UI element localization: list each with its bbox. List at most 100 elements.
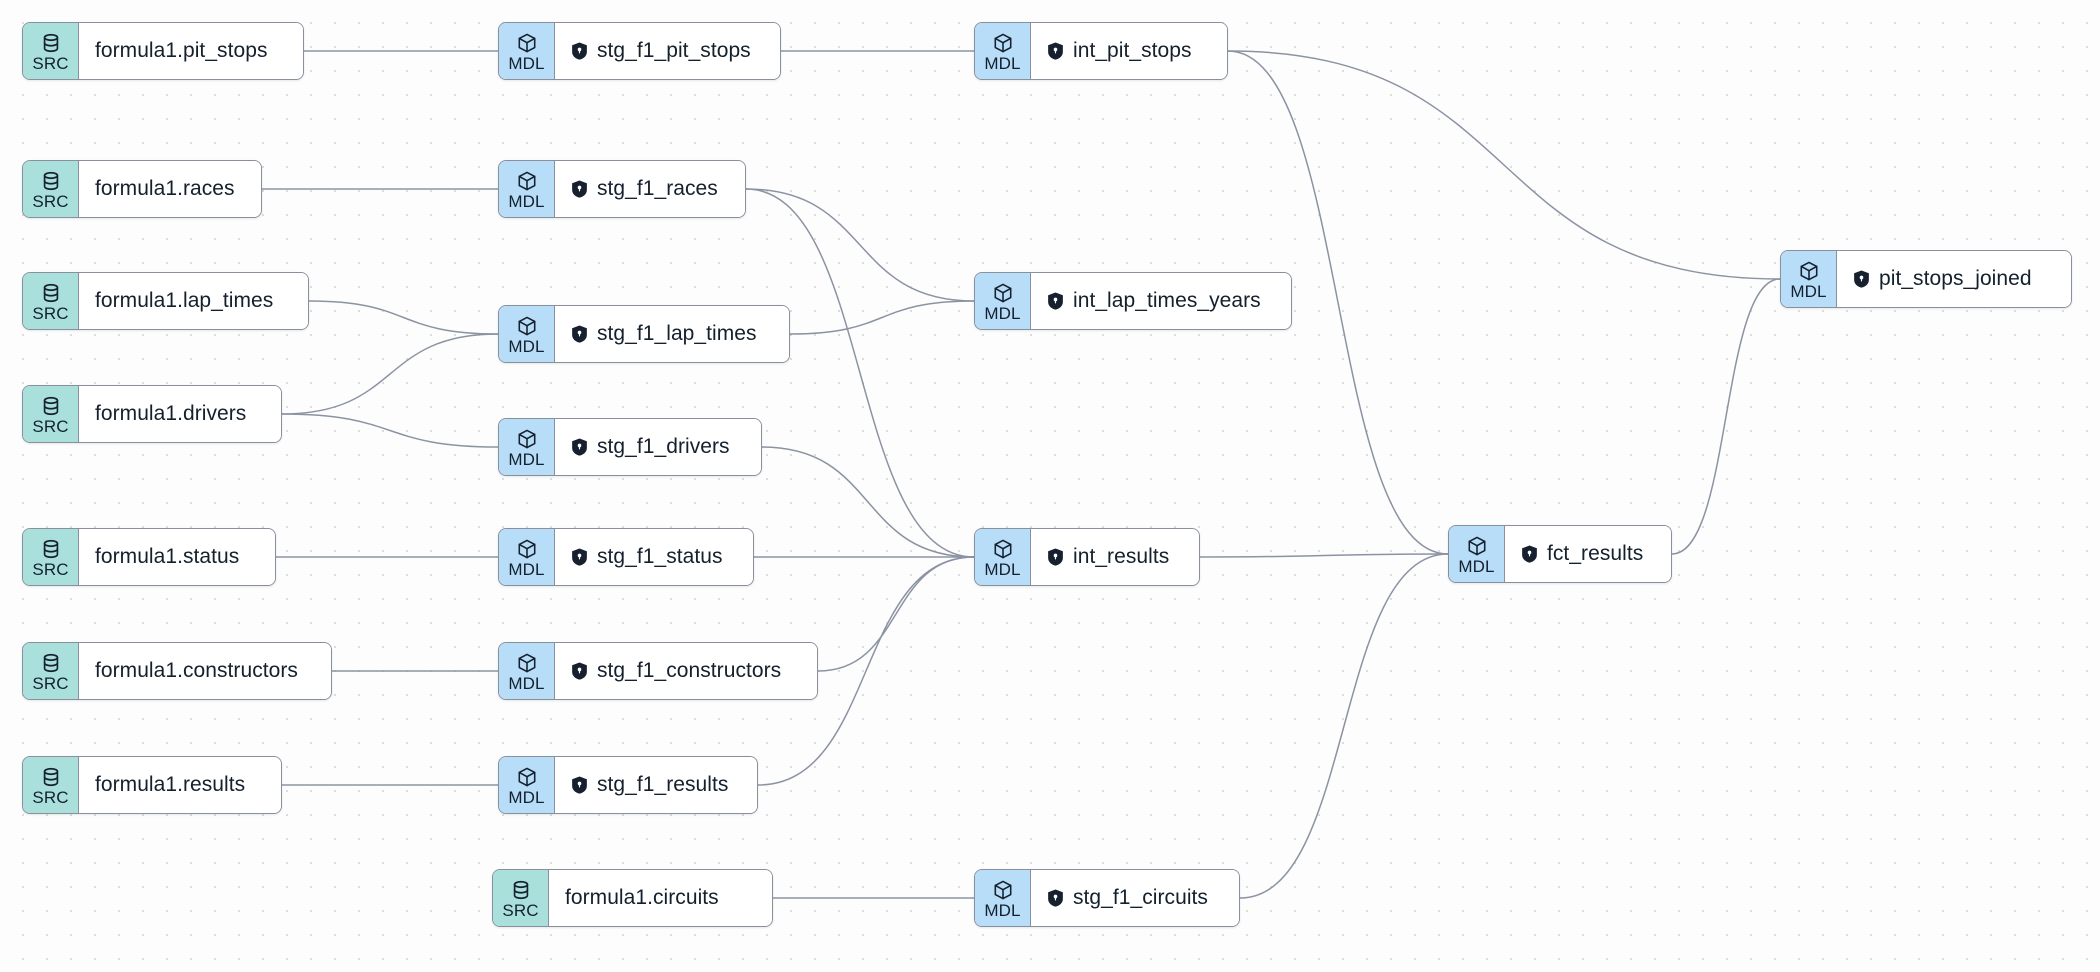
cube-icon xyxy=(516,652,538,674)
node-body: formula1.drivers xyxy=(79,386,281,442)
node-body: stg_f1_drivers xyxy=(555,419,761,475)
lineage-node-int_results[interactable]: MDL int_results xyxy=(974,528,1200,586)
source-badge: SRC xyxy=(23,23,79,79)
model-badge: MDL xyxy=(975,23,1031,79)
lineage-node-pit_stops_joined[interactable]: MDL pit_stops_joined xyxy=(1780,250,2072,308)
node-label: stg_f1_circuits xyxy=(1073,886,1208,909)
database-icon xyxy=(40,766,62,788)
node-label: formula1.constructors xyxy=(95,659,298,682)
badge-label: MDL xyxy=(1458,557,1495,576)
cube-icon xyxy=(516,315,538,337)
database-icon xyxy=(40,282,62,304)
lineage-node-stg_races[interactable]: MDL stg_f1_races xyxy=(498,160,746,218)
cube-icon xyxy=(516,428,538,450)
lineage-edge-stg_constructors-to-int_results xyxy=(817,556,975,672)
shield-lock-icon xyxy=(571,325,588,343)
badge-label: SRC xyxy=(32,788,69,807)
cube-icon xyxy=(1798,260,1820,282)
node-label: stg_f1_races xyxy=(597,177,718,200)
lineage-edge-fct_results-to-pit_stops_joined xyxy=(1671,278,1781,555)
lineage-node-int_pit_stops[interactable]: MDL int_pit_stops xyxy=(974,22,1228,80)
node-label: int_lap_times_years xyxy=(1073,289,1261,312)
badge-label: MDL xyxy=(508,674,545,693)
node-label: stg_f1_constructors xyxy=(597,659,782,682)
shield-lock-icon xyxy=(571,438,588,456)
shield-lock-icon xyxy=(571,548,588,566)
node-body: formula1.constructors xyxy=(79,643,331,699)
shield-lock-icon xyxy=(1047,292,1064,310)
shield-lock-icon xyxy=(1047,42,1064,60)
lineage-node-src_status[interactable]: SRC formula1.status xyxy=(22,528,276,586)
node-label: stg_f1_results xyxy=(597,773,729,796)
cube-icon xyxy=(516,170,538,192)
node-label: fct_results xyxy=(1547,542,1644,565)
badge-label: MDL xyxy=(984,560,1021,579)
lineage-node-src_circuits[interactable]: SRC formula1.circuits xyxy=(492,869,773,927)
database-icon xyxy=(40,395,62,417)
shield-lock-icon xyxy=(571,662,588,680)
node-body: pit_stops_joined xyxy=(1837,251,2071,307)
node-label: formula1.drivers xyxy=(95,402,247,425)
badge-label: MDL xyxy=(1790,282,1827,301)
node-label: formula1.status xyxy=(95,545,240,568)
model-badge: MDL xyxy=(499,161,555,217)
badge-label: MDL xyxy=(508,788,545,807)
source-badge: SRC xyxy=(23,529,79,585)
database-icon xyxy=(40,538,62,560)
node-body: formula1.circuits xyxy=(549,870,772,926)
model-badge: MDL xyxy=(1449,526,1505,582)
cube-icon xyxy=(992,538,1014,560)
badge-label: SRC xyxy=(32,674,69,693)
node-label: stg_f1_status xyxy=(597,545,723,568)
node-body: formula1.pit_stops xyxy=(79,23,303,79)
lineage-edge-stg_drivers-to-int_results xyxy=(761,446,975,558)
model-badge: MDL xyxy=(499,757,555,813)
cube-icon xyxy=(516,32,538,54)
lineage-node-stg_results[interactable]: MDL stg_f1_results xyxy=(498,756,758,814)
lineage-node-src_constructors[interactable]: SRC formula1.constructors xyxy=(22,642,332,700)
source-badge: SRC xyxy=(23,161,79,217)
node-body: stg_f1_results xyxy=(555,757,757,813)
lineage-edge-stg_lap_times-to-int_lap_times_years xyxy=(789,300,975,335)
node-body: formula1.status xyxy=(79,529,275,585)
node-body: stg_f1_lap_times xyxy=(555,306,789,362)
source-badge: SRC xyxy=(23,643,79,699)
node-body: stg_f1_constructors xyxy=(555,643,817,699)
badge-label: MDL xyxy=(508,192,545,211)
cube-icon xyxy=(992,282,1014,304)
database-icon xyxy=(40,652,62,674)
lineage-edge-int_pit_stops-to-pit_stops_joined xyxy=(1227,50,1781,280)
lineage-edge-src_lap_times-to-stg_lap_times xyxy=(308,300,499,335)
badge-label: SRC xyxy=(32,192,69,211)
cube-icon xyxy=(516,766,538,788)
node-body: fct_results xyxy=(1505,526,1671,582)
lineage-node-fct_results[interactable]: MDL fct_results xyxy=(1448,525,1672,583)
lineage-edge-src_drivers-to-stg_lap_times xyxy=(281,333,499,415)
badge-label: SRC xyxy=(502,901,539,920)
node-label: int_results xyxy=(1073,545,1170,568)
node-body: int_lap_times_years xyxy=(1031,273,1291,329)
lineage-node-stg_constructors[interactable]: MDL stg_f1_constructors xyxy=(498,642,818,700)
lineage-edge-stg_races-to-int_lap_times_years xyxy=(745,188,975,302)
node-label: formula1.lap_times xyxy=(95,289,274,312)
shield-lock-icon xyxy=(1853,270,1870,288)
lineage-edge-stg_circuits-to-fct_results xyxy=(1239,553,1449,899)
source-badge: SRC xyxy=(23,757,79,813)
node-label: int_pit_stops xyxy=(1073,39,1192,62)
badge-label: SRC xyxy=(32,417,69,436)
node-body: int_pit_stops xyxy=(1031,23,1227,79)
lineage-node-src_drivers[interactable]: SRC formula1.drivers xyxy=(22,385,282,443)
node-label: stg_f1_lap_times xyxy=(597,322,757,345)
